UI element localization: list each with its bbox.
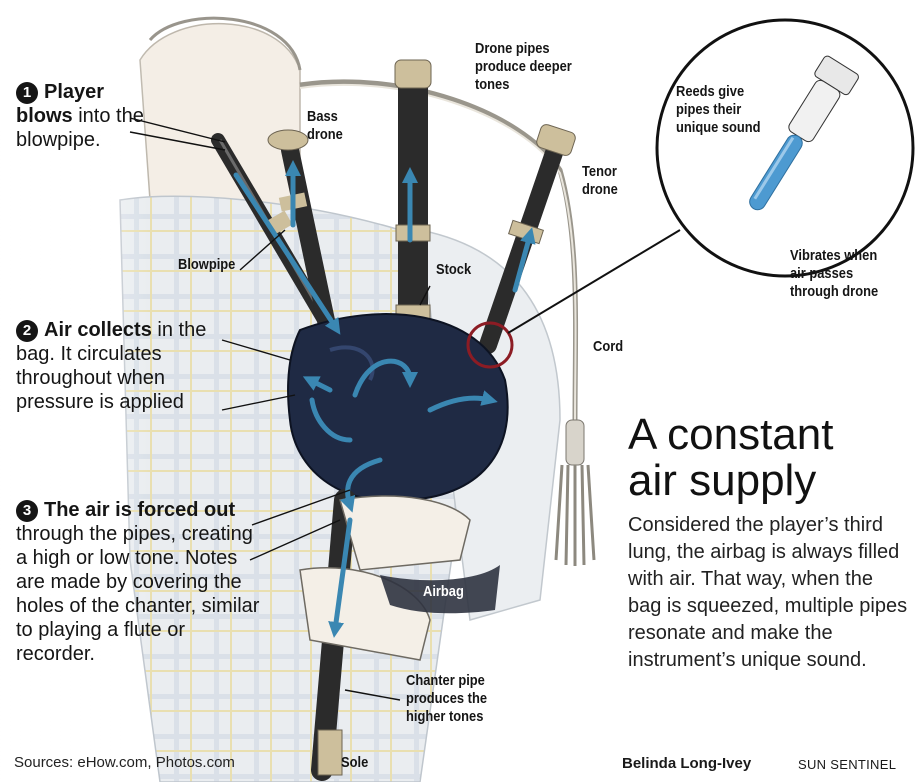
middle-drone [394, 59, 432, 340]
label-blowpipe: Blowpipe [178, 256, 236, 273]
step-3-number: 3 [16, 500, 38, 522]
step-1-bold: Player blows [16, 81, 105, 127]
step-2: 2 Air collects in the bag. It circulates … [16, 318, 236, 414]
sources: Sources: eHow.com, Photos.com [14, 754, 235, 771]
label-airbag: Airbag [423, 583, 464, 600]
label-sole: Sole [341, 754, 369, 771]
credit-author: Belinda Long-Ivey [622, 755, 752, 772]
cord-tassel [554, 419, 596, 566]
label-stock: Stock [436, 261, 472, 278]
reed-detail [749, 55, 859, 211]
step-1-text: into the blowpipe. [16, 105, 144, 151]
body-text: Considered the player’s third lung, the … [628, 514, 908, 671]
label-drone-pipes: Drone pipes produce deeper tones [475, 40, 572, 93]
label-cord: Cord [593, 338, 624, 355]
step-1-number: 1 [16, 82, 38, 104]
step-3-bold: The air is forced out [44, 499, 236, 521]
credit-org: SUN SENTINEL [798, 757, 897, 772]
step-2-text: in the bag. It circulates throughout whe… [16, 319, 207, 413]
label-bass-drone: Bass drone [307, 108, 343, 143]
label-vibrates: Vibrates when air passes through drone [790, 247, 879, 300]
air-flow-arrows [233, 159, 536, 638]
label-tenor-drone: Tenor drone [582, 163, 618, 198]
leader-lines [129, 117, 431, 701]
airbag [287, 313, 509, 502]
label-reeds: Reeds give pipes their unique sound [676, 83, 761, 136]
headline: A constant air supply [628, 410, 834, 505]
step-3: 3 The air is forced out through the pipes… [16, 498, 264, 666]
step-2-bold: Air collects [44, 319, 152, 341]
step-2-number: 2 [16, 320, 38, 342]
label-chanter: Chanter pipe produces the higher tones [406, 672, 488, 725]
step-3-text: through the pipes, creating a high or lo… [16, 523, 260, 665]
reed-highlight-circle [466, 321, 514, 369]
